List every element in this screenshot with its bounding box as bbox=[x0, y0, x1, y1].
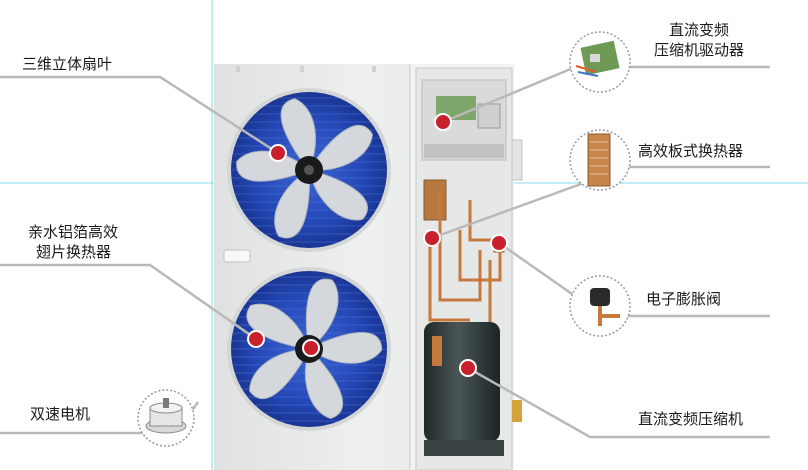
leader-line-fin-exchanger bbox=[0, 263, 257, 341]
copper-pipes bbox=[428, 190, 502, 330]
marker-driver bbox=[434, 113, 452, 131]
fan-blade bbox=[305, 348, 344, 419]
fan-blade bbox=[308, 125, 373, 171]
leader-line-compressor bbox=[467, 366, 770, 439]
markers bbox=[247, 113, 508, 377]
marker-motor bbox=[302, 339, 320, 357]
marker-plate-exchanger bbox=[423, 229, 441, 247]
leader-line-fan-blade bbox=[0, 75, 279, 155]
fan-blade bbox=[305, 278, 339, 350]
top-vent bbox=[236, 66, 376, 72]
plate-exchanger-body bbox=[423, 179, 447, 221]
label-dual-speed-motor-text: 双速电机 bbox=[30, 405, 91, 423]
thumbnail-driver bbox=[569, 31, 631, 93]
label-plate-exchanger-text: 高效板式换热器 bbox=[638, 142, 744, 160]
fan-blade bbox=[249, 348, 310, 400]
label-fan-blade-text: 三维立体扇叶 bbox=[22, 55, 113, 73]
fan-blade bbox=[308, 332, 383, 364]
marker-expansion-valve bbox=[490, 234, 508, 252]
fan-blade bbox=[274, 169, 310, 239]
label-dc-driver: 直流变频 压缩机驱动器 bbox=[636, 20, 762, 60]
label-dual-speed-motor: 双速电机 bbox=[30, 404, 90, 424]
marker-compressor bbox=[459, 359, 477, 377]
thumbnail-expansion-valve bbox=[569, 275, 631, 337]
label-fin-exchanger-line2: 翅片换热器 bbox=[36, 243, 112, 261]
thumbnail-motor bbox=[137, 389, 195, 447]
thumbnail-plate-exchanger bbox=[569, 129, 631, 191]
label-dc-compressor: 直流变频压缩机 bbox=[638, 409, 743, 429]
compressor-body bbox=[424, 322, 500, 442]
label-fan-blade: 三维立体扇叶 bbox=[22, 54, 112, 74]
fan-blade bbox=[246, 303, 310, 350]
marker-fin-exchanger bbox=[247, 330, 265, 348]
fan-blade bbox=[308, 169, 368, 221]
label-fin-exchanger: 亲水铝箔高效 翅片换热器 bbox=[28, 222, 118, 262]
marker-fan-blade bbox=[269, 144, 287, 162]
label-expansion-valve: 电子膨胀阀 bbox=[646, 289, 721, 309]
fan-upper bbox=[227, 88, 391, 252]
fan-blade bbox=[280, 98, 316, 171]
service-valve bbox=[512, 400, 522, 422]
leader-line-expansion-valve bbox=[498, 241, 770, 318]
label-dc-driver-line1: 直流变频 bbox=[668, 21, 729, 39]
label-dc-compressor-text: 直流变频压缩机 bbox=[638, 410, 744, 428]
label-expansion-valve-text: 电子膨胀阀 bbox=[646, 290, 722, 308]
label-dc-driver-line2: 压缩机驱动器 bbox=[653, 41, 744, 59]
label-fin-exchanger-line1: 亲水铝箔高效 bbox=[28, 223, 119, 241]
unit-handle bbox=[223, 249, 251, 263]
label-plate-exchanger: 高效板式换热器 bbox=[638, 141, 743, 161]
